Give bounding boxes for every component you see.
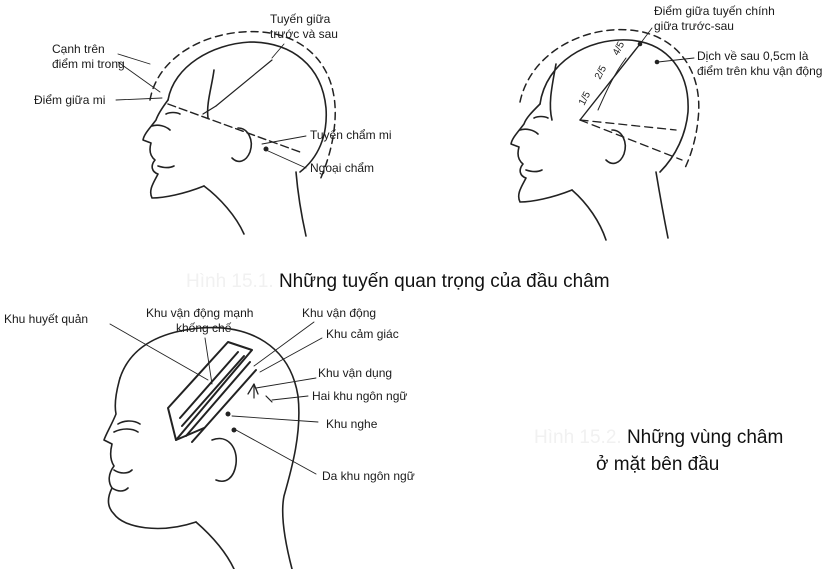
right-midline-guide bbox=[579, 43, 641, 121]
left-leader-lines bbox=[115, 43, 307, 169]
label-diem-giua-mi: Điểm giữa mi bbox=[34, 93, 106, 107]
frac-4-5: 4/5 bbox=[611, 40, 627, 58]
label-dich-ve-sau-line2: điểm trên khu vận động bbox=[697, 64, 823, 78]
label-diem-giua-tuyen-line2: giữa trước-sau bbox=[654, 19, 734, 33]
label-canh-tren-line2: điểm mi trong bbox=[52, 57, 125, 71]
caption-15-2-number: Hình 15.2. bbox=[534, 427, 622, 448]
right-offset-dot bbox=[654, 59, 660, 65]
figure2-head-drawing bbox=[103, 326, 300, 569]
label-khu-nghe: Khu nghe bbox=[326, 417, 378, 431]
label-hai-khu-ngon-ngu: Hai khu ngôn ngữ bbox=[312, 389, 408, 403]
label-khu-van-dong: Khu vận động bbox=[302, 306, 377, 320]
right-center-dot bbox=[637, 41, 643, 47]
da-khu-ngon-ngu-dot bbox=[231, 427, 237, 433]
label-ngoai-cham: Ngoại chẩm bbox=[310, 161, 375, 175]
right-leader-lines bbox=[639, 27, 695, 63]
label-dich-ve-sau-line1: Dịch về sau 0,5cm là bbox=[697, 49, 809, 63]
caption-15-1-text: Những tuyến quan trọng của đầu châm bbox=[278, 271, 610, 292]
label-tuyen-giua-line1: Tuyến giữa bbox=[270, 12, 331, 26]
label-khu-huyet-quan: Khu huyết quản bbox=[4, 312, 89, 326]
left-head-drawing bbox=[142, 41, 328, 237]
right-dashed-arc bbox=[519, 28, 700, 171]
label-canh-tren-line1: Cạnh trên bbox=[52, 42, 105, 56]
hatched-bands bbox=[167, 341, 257, 443]
caption-15-1-number: Hình 15.1. bbox=[186, 271, 274, 292]
frac-1-5: 1/5 bbox=[577, 90, 593, 108]
left-ngoai-cham-dot bbox=[263, 146, 269, 152]
khu-nghe-dot bbox=[225, 411, 231, 417]
label-khu-van-dung: Khu vận dụng bbox=[318, 366, 393, 380]
label-khu-van-dong-manh-line2: khống chế bbox=[176, 321, 232, 335]
right-dashed-lines bbox=[579, 119, 683, 161]
right-head-drawing bbox=[510, 39, 689, 241]
left-dashed-arc bbox=[149, 30, 336, 181]
label-diem-giua-tuyen-line1: Điểm giữa tuyến chính bbox=[654, 4, 775, 18]
caption-15-2-text-line1: Những vùng châm bbox=[626, 427, 784, 448]
left-midline-guide bbox=[202, 59, 273, 115]
caption-figure-15-2-line2: ở mặt bên đầu bbox=[596, 454, 720, 475]
frac-2-5: 2/5 bbox=[593, 64, 609, 82]
figure2-leader-lines bbox=[109, 321, 323, 475]
label-khu-cam-giac: Khu cảm giác bbox=[326, 327, 399, 341]
caption-figure-15-2-line1: Hình 15.2. Những vùng châm bbox=[534, 426, 783, 449]
label-tuyen-cham-mi: Tuyến chẩm mi bbox=[310, 128, 392, 142]
left-occipital-line bbox=[167, 103, 301, 153]
label-tuyen-giua-line2: trước và sau bbox=[270, 27, 338, 41]
caption-figure-15-1: Hình 15.1. Những tuyến quan trọng của đầ… bbox=[186, 270, 610, 293]
label-da-khu-ngon-ngu: Da khu ngôn ngữ bbox=[322, 469, 415, 483]
label-khu-van-dong-manh-line1: Khu vận động mạnh bbox=[146, 306, 254, 320]
